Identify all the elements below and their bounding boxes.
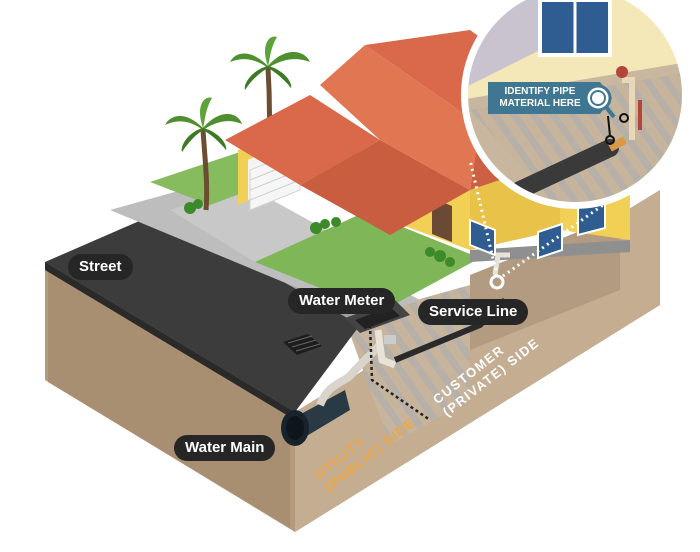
street-label: Street	[68, 254, 133, 280]
water-main-label: Water Main	[174, 435, 275, 461]
water-meter-label: Water Meter	[288, 288, 395, 314]
callout-line1: IDENTIFY PIPE	[492, 86, 588, 98]
callout-line2: MATERIAL HERE	[492, 98, 588, 110]
service-line-label: Service Line	[418, 299, 528, 325]
identify-pipe-callout: IDENTIFY PIPE MATERIAL HERE	[492, 86, 588, 110]
